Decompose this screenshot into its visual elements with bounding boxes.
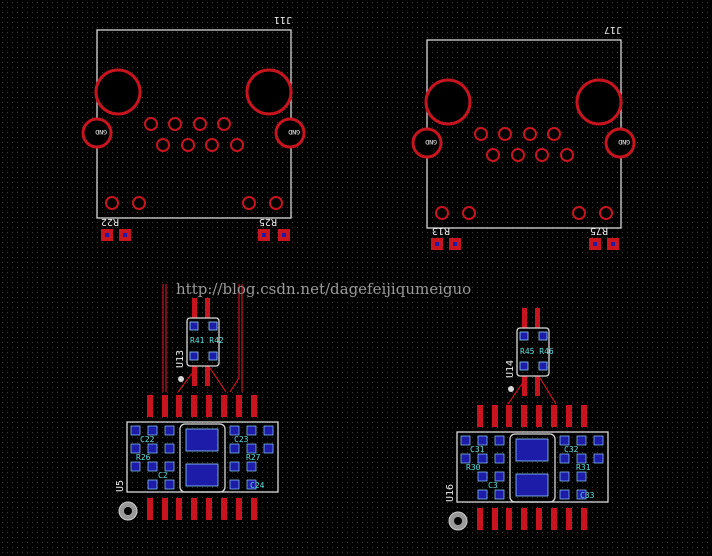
svg-text:C22: C22 [140, 435, 155, 444]
u5-ref: U5 [115, 480, 126, 492]
svg-text:C23: C23 [234, 435, 249, 444]
j17-gnd-label-left: GND [425, 138, 437, 146]
connector-j17[interactable]: J17 GND GND [411, 24, 636, 229]
watermark-url: http://blog.csdn.net/dagefeijiqumeiguo [176, 280, 471, 298]
u16-top-pins [477, 405, 587, 427]
resistor-r13[interactable]: R13 [431, 225, 461, 250]
svg-text:R27: R27 [246, 453, 261, 462]
j11-gnd-label-left: GND [95, 128, 107, 136]
j11-gnd-pad-left[interactable] [81, 117, 113, 149]
j17-ref: J17 [604, 24, 622, 35]
u16-ref: U16 [445, 484, 456, 502]
svg-text:R26: R26 [136, 453, 151, 462]
r13-ref: R13 [432, 225, 450, 236]
j17-gnd-pad-left[interactable] [411, 127, 443, 159]
u5-top-pins [147, 395, 257, 417]
j11-mount-hole-left [94, 68, 142, 116]
svg-text:C2: C2 [158, 471, 168, 480]
connector-j11[interactable]: J11 GND GND [81, 14, 306, 219]
svg-text:C33: C33 [580, 491, 595, 500]
ic-u14[interactable]: R45 R46 U14 [505, 308, 554, 396]
svg-text:C31: C31 [470, 445, 485, 454]
resistor-r22[interactable]: R22 [101, 216, 131, 241]
u14-ref: U14 [505, 360, 516, 378]
svg-text:C32: C32 [564, 445, 579, 454]
j17-mount-hole-right [575, 78, 623, 126]
j11-gnd-pad-right[interactable] [274, 117, 306, 149]
u13-ref: U13 [175, 350, 186, 368]
j17-gnd-pad-right[interactable] [604, 127, 636, 159]
j11-gnd-label-right: GND [288, 128, 300, 136]
resistor-r75[interactable]: R75 [589, 225, 619, 250]
r75-ref: R75 [590, 225, 608, 236]
svg-text:R41 R42: R41 R42 [190, 336, 224, 345]
j17-gnd-label-right: GND [618, 138, 630, 146]
j17-signal-pins [435, 127, 613, 220]
r25-ref: R25 [259, 216, 277, 227]
resistor-r25[interactable]: R25 [258, 216, 290, 241]
u16-bottom-pins [477, 508, 587, 530]
svg-text:C24: C24 [250, 481, 265, 490]
j11-signal-pins [105, 117, 283, 210]
j11-ref: J11 [274, 14, 292, 25]
j11-mount-hole-right [245, 68, 293, 116]
ic-u13[interactable]: R41 R42 U13 [175, 298, 224, 386]
r22-ref: R22 [101, 216, 119, 227]
svg-text:R30: R30 [466, 463, 481, 472]
j17-mount-hole-left [424, 78, 472, 126]
svg-text:R45 R46: R45 R46 [520, 347, 554, 356]
u5-bottom-pins [147, 498, 257, 520]
svg-text:R31: R31 [576, 463, 591, 472]
svg-text:C3: C3 [488, 481, 498, 490]
